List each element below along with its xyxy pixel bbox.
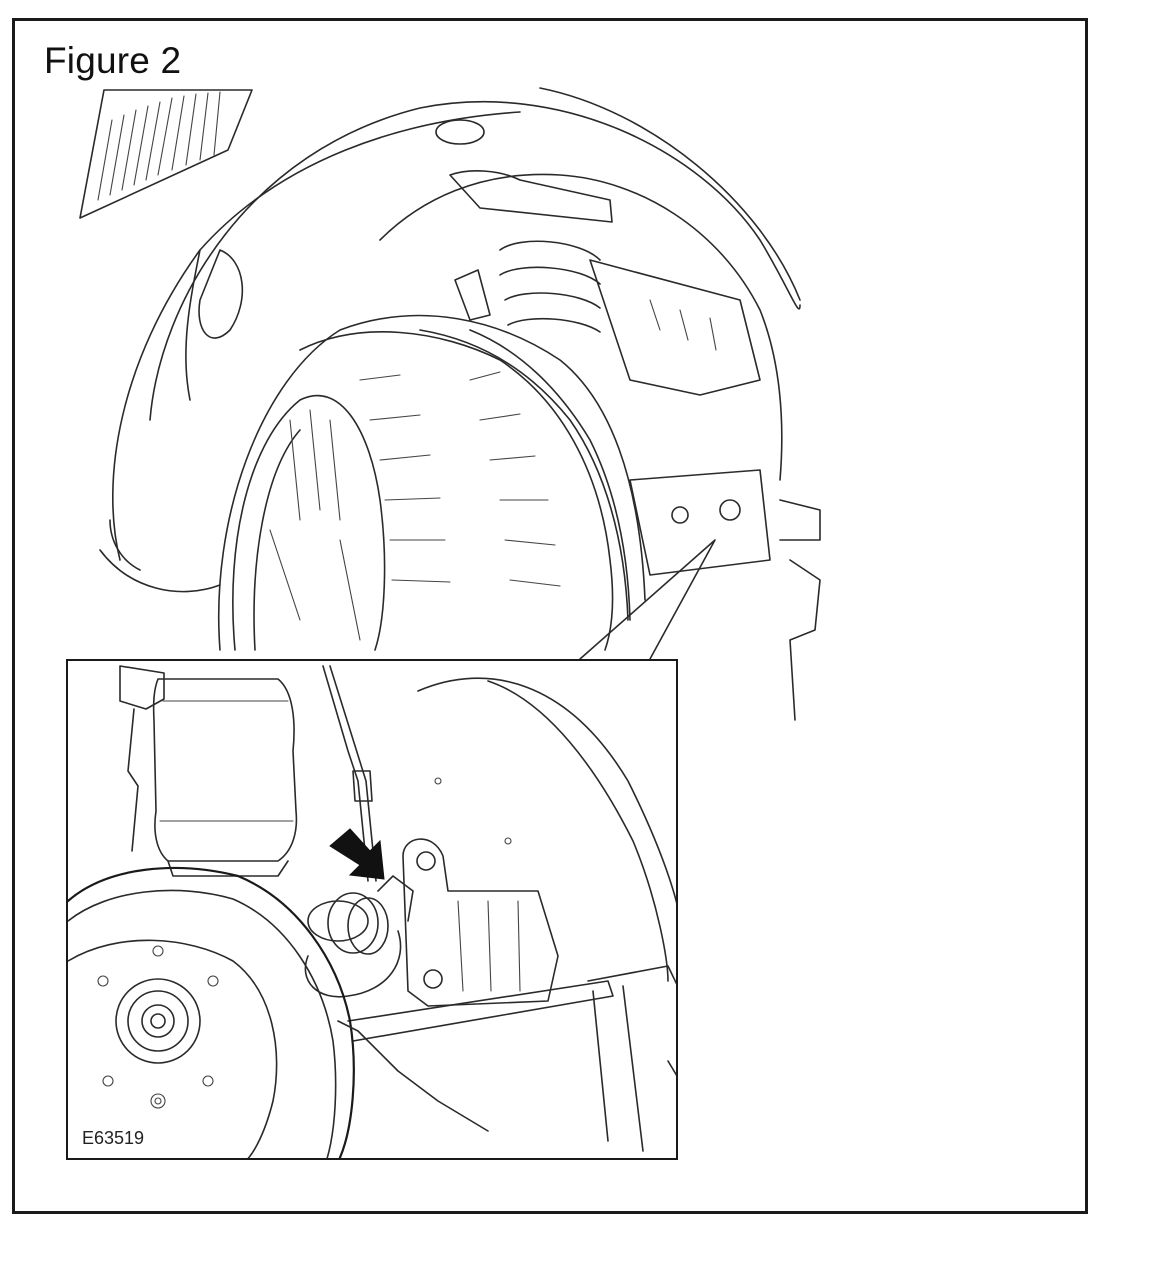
inset-drawing (68, 665, 676, 1158)
rear-wheel-rim (232, 394, 386, 651)
air-spring (119, 665, 298, 877)
rear-tire (217, 314, 646, 651)
wheel-housing-liner (379, 170, 821, 721)
brake-line (322, 665, 377, 882)
callout-arrow-icon (329, 828, 385, 880)
detail-inset (66, 659, 678, 1160)
callout-leader (579, 539, 716, 660)
fender-liner (417, 677, 676, 1152)
figure-title: Figure 2 (44, 40, 182, 81)
side-vent-grille (79, 89, 253, 219)
coil-spring (454, 240, 601, 333)
fender-arch (99, 87, 801, 593)
wheel-hub (68, 866, 355, 1158)
drive-shaft-boot (304, 875, 414, 998)
mounting-bracket (347, 838, 614, 1042)
image-reference-code: E63519 (82, 1128, 145, 1148)
